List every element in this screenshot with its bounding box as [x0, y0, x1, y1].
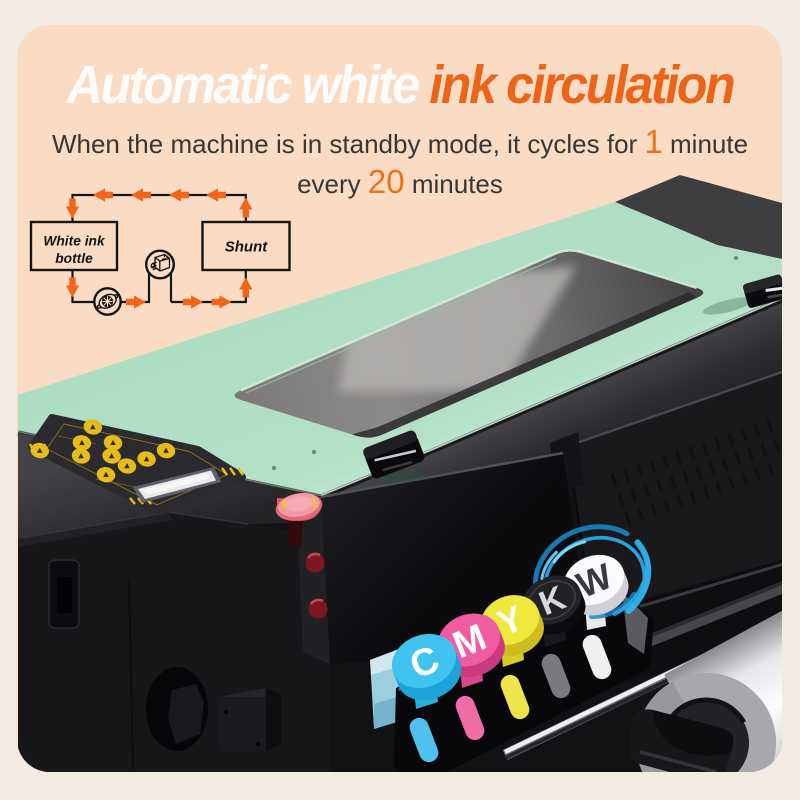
svg-text:Shunt: Shunt: [225, 239, 268, 256]
svg-text:bottle: bottle: [55, 251, 93, 266]
svg-text:White ink: White ink: [43, 234, 106, 249]
